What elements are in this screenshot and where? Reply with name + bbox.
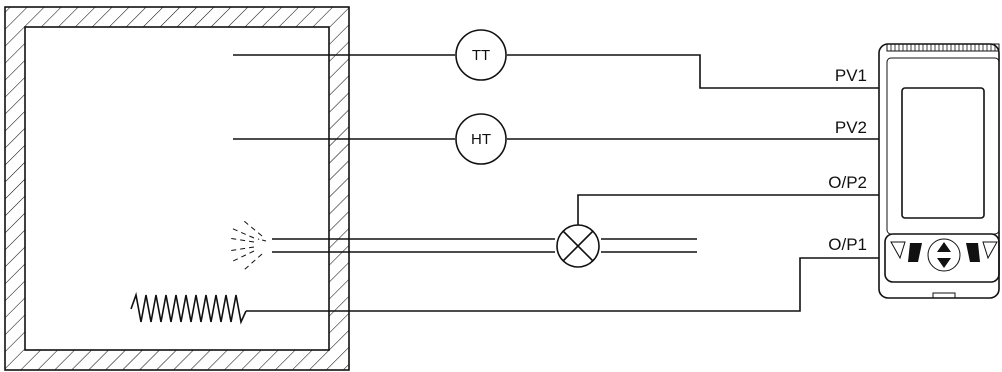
chamber bbox=[4, 6, 350, 371]
spray-pipe bbox=[227, 220, 697, 271]
temperature-loop: TT PV1 bbox=[233, 29, 879, 89]
controller-display bbox=[901, 87, 985, 219]
humidity-loop: HT PV2 bbox=[233, 113, 879, 165]
controller-latch bbox=[932, 292, 956, 299]
tt-label: TT bbox=[472, 47, 490, 64]
spray-nozzle-icon bbox=[227, 220, 267, 271]
chamber-wall-hatch bbox=[5, 7, 349, 370]
ht-label: HT bbox=[471, 131, 491, 148]
heater-coil-icon bbox=[130, 291, 247, 325]
op2-label: O/P2 bbox=[828, 173, 867, 192]
up-arrow-key-icon[interactable] bbox=[937, 242, 951, 252]
controller-unit[interactable] bbox=[878, 43, 1000, 299]
pv1-label: PV1 bbox=[835, 66, 867, 85]
op1-label: O/P1 bbox=[828, 235, 867, 254]
page-key-icon[interactable] bbox=[908, 243, 922, 262]
chamber-inner-edge bbox=[24, 26, 330, 351]
controller-face bbox=[886, 57, 1000, 235]
output1-loop: O/P1 bbox=[130, 235, 879, 325]
keypad-center-ring bbox=[927, 238, 961, 272]
right-key-icon[interactable] bbox=[982, 241, 998, 260]
output2-loop: O/P2 bbox=[577, 173, 879, 225]
humidity-transmitter-icon[interactable] bbox=[455, 113, 507, 165]
down-arrow-key-icon[interactable] bbox=[937, 258, 951, 268]
control-valve-icon[interactable] bbox=[556, 224, 600, 268]
left-key-icon[interactable] bbox=[890, 241, 906, 260]
grille-ticks bbox=[890, 44, 996, 51]
op2-signal-line bbox=[577, 194, 879, 225]
pv2-label: PV2 bbox=[835, 118, 867, 137]
temperature-transmitter-icon[interactable] bbox=[455, 29, 507, 81]
op1-signal-line bbox=[246, 257, 879, 312]
chamber-outer-edge bbox=[4, 6, 350, 371]
pv1-signal-line bbox=[507, 54, 879, 89]
scroll-key-icon[interactable] bbox=[966, 243, 980, 262]
controller-keypad bbox=[884, 233, 1000, 283]
